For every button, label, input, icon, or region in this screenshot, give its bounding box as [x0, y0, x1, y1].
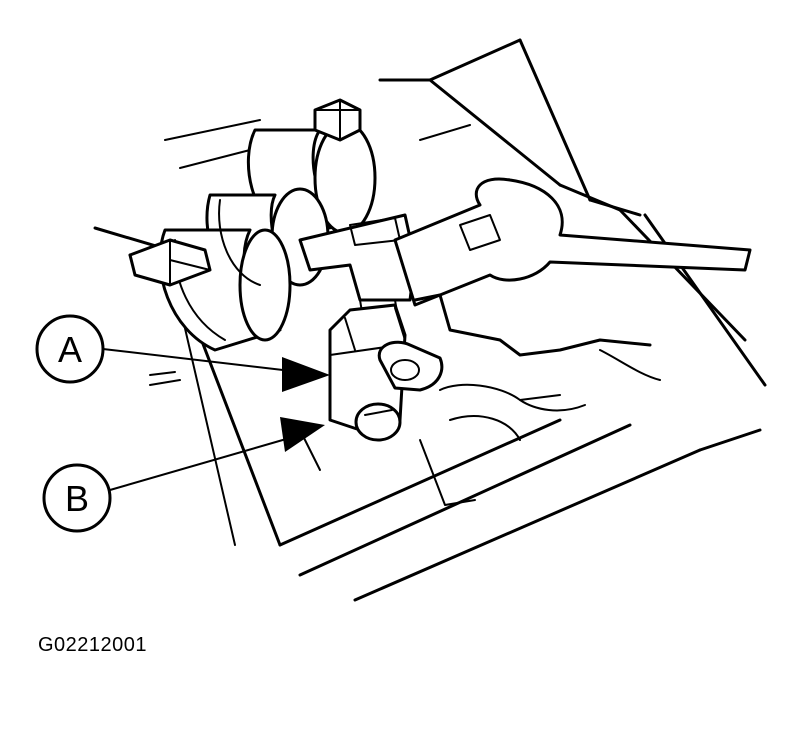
callout-b-label: B: [65, 478, 89, 519]
mounting-tab: [377, 340, 444, 392]
case-contours: [299, 293, 661, 506]
shift-rail-rings: [158, 121, 377, 352]
shaft-end-bolt: [128, 238, 212, 287]
wrench: [393, 177, 752, 307]
housing-frame: [93, 38, 767, 602]
callout-b-arrow: [280, 417, 325, 452]
callout-a: A: [35, 314, 330, 392]
callout-a-leader: [102, 348, 301, 373]
callout-a-arrow: [282, 357, 330, 392]
lower-bolt: [354, 402, 402, 442]
callout-a-label: A: [58, 329, 82, 370]
callout-b: B: [42, 417, 325, 533]
callout-b-leader: [109, 434, 301, 491]
top-block: [313, 98, 362, 142]
figure-id: G02212001: [38, 634, 148, 656]
